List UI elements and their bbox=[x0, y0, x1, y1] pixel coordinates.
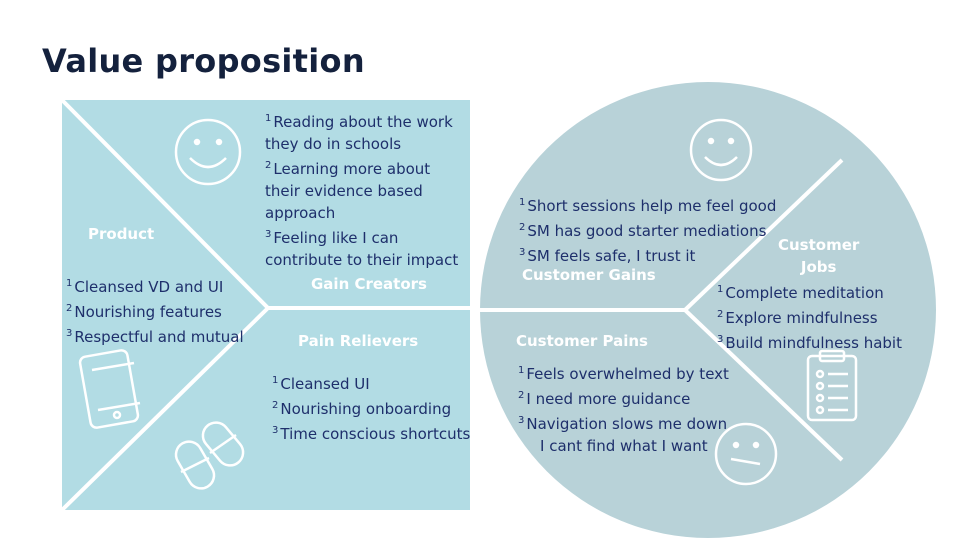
customer-pains-label: Customer Pains bbox=[516, 332, 648, 350]
neutral-face-icon bbox=[714, 422, 778, 486]
list-item-continued: I cant find what I want bbox=[540, 437, 708, 455]
list-item-continued: approach bbox=[265, 204, 336, 222]
list-item-continued: contribute to their impact bbox=[265, 251, 459, 269]
product-label: Product bbox=[88, 225, 155, 243]
smiley-icon bbox=[689, 118, 753, 182]
pain-relievers-label: Pain Relievers bbox=[298, 332, 419, 350]
customer-jobs-label: Customer Jobs bbox=[778, 234, 859, 278]
page-title: Value proposition bbox=[42, 42, 365, 80]
gain-creators-label: Gain Creators bbox=[311, 275, 427, 293]
list-item-continued: their evidence based bbox=[265, 182, 423, 200]
smartphone-icon bbox=[78, 349, 141, 429]
smiley-icon bbox=[174, 118, 242, 186]
clipboard-icon bbox=[806, 349, 858, 422]
customer-profile-circle bbox=[480, 82, 936, 538]
list-item-continued: they do in schools bbox=[265, 135, 402, 153]
pills-icon bbox=[174, 421, 245, 490]
customer-jobs-label-line1: Customer bbox=[778, 236, 860, 254]
customer-jobs-label-line2: Jobs bbox=[800, 258, 837, 276]
customer-gains-label: Customer Gains bbox=[522, 266, 656, 284]
